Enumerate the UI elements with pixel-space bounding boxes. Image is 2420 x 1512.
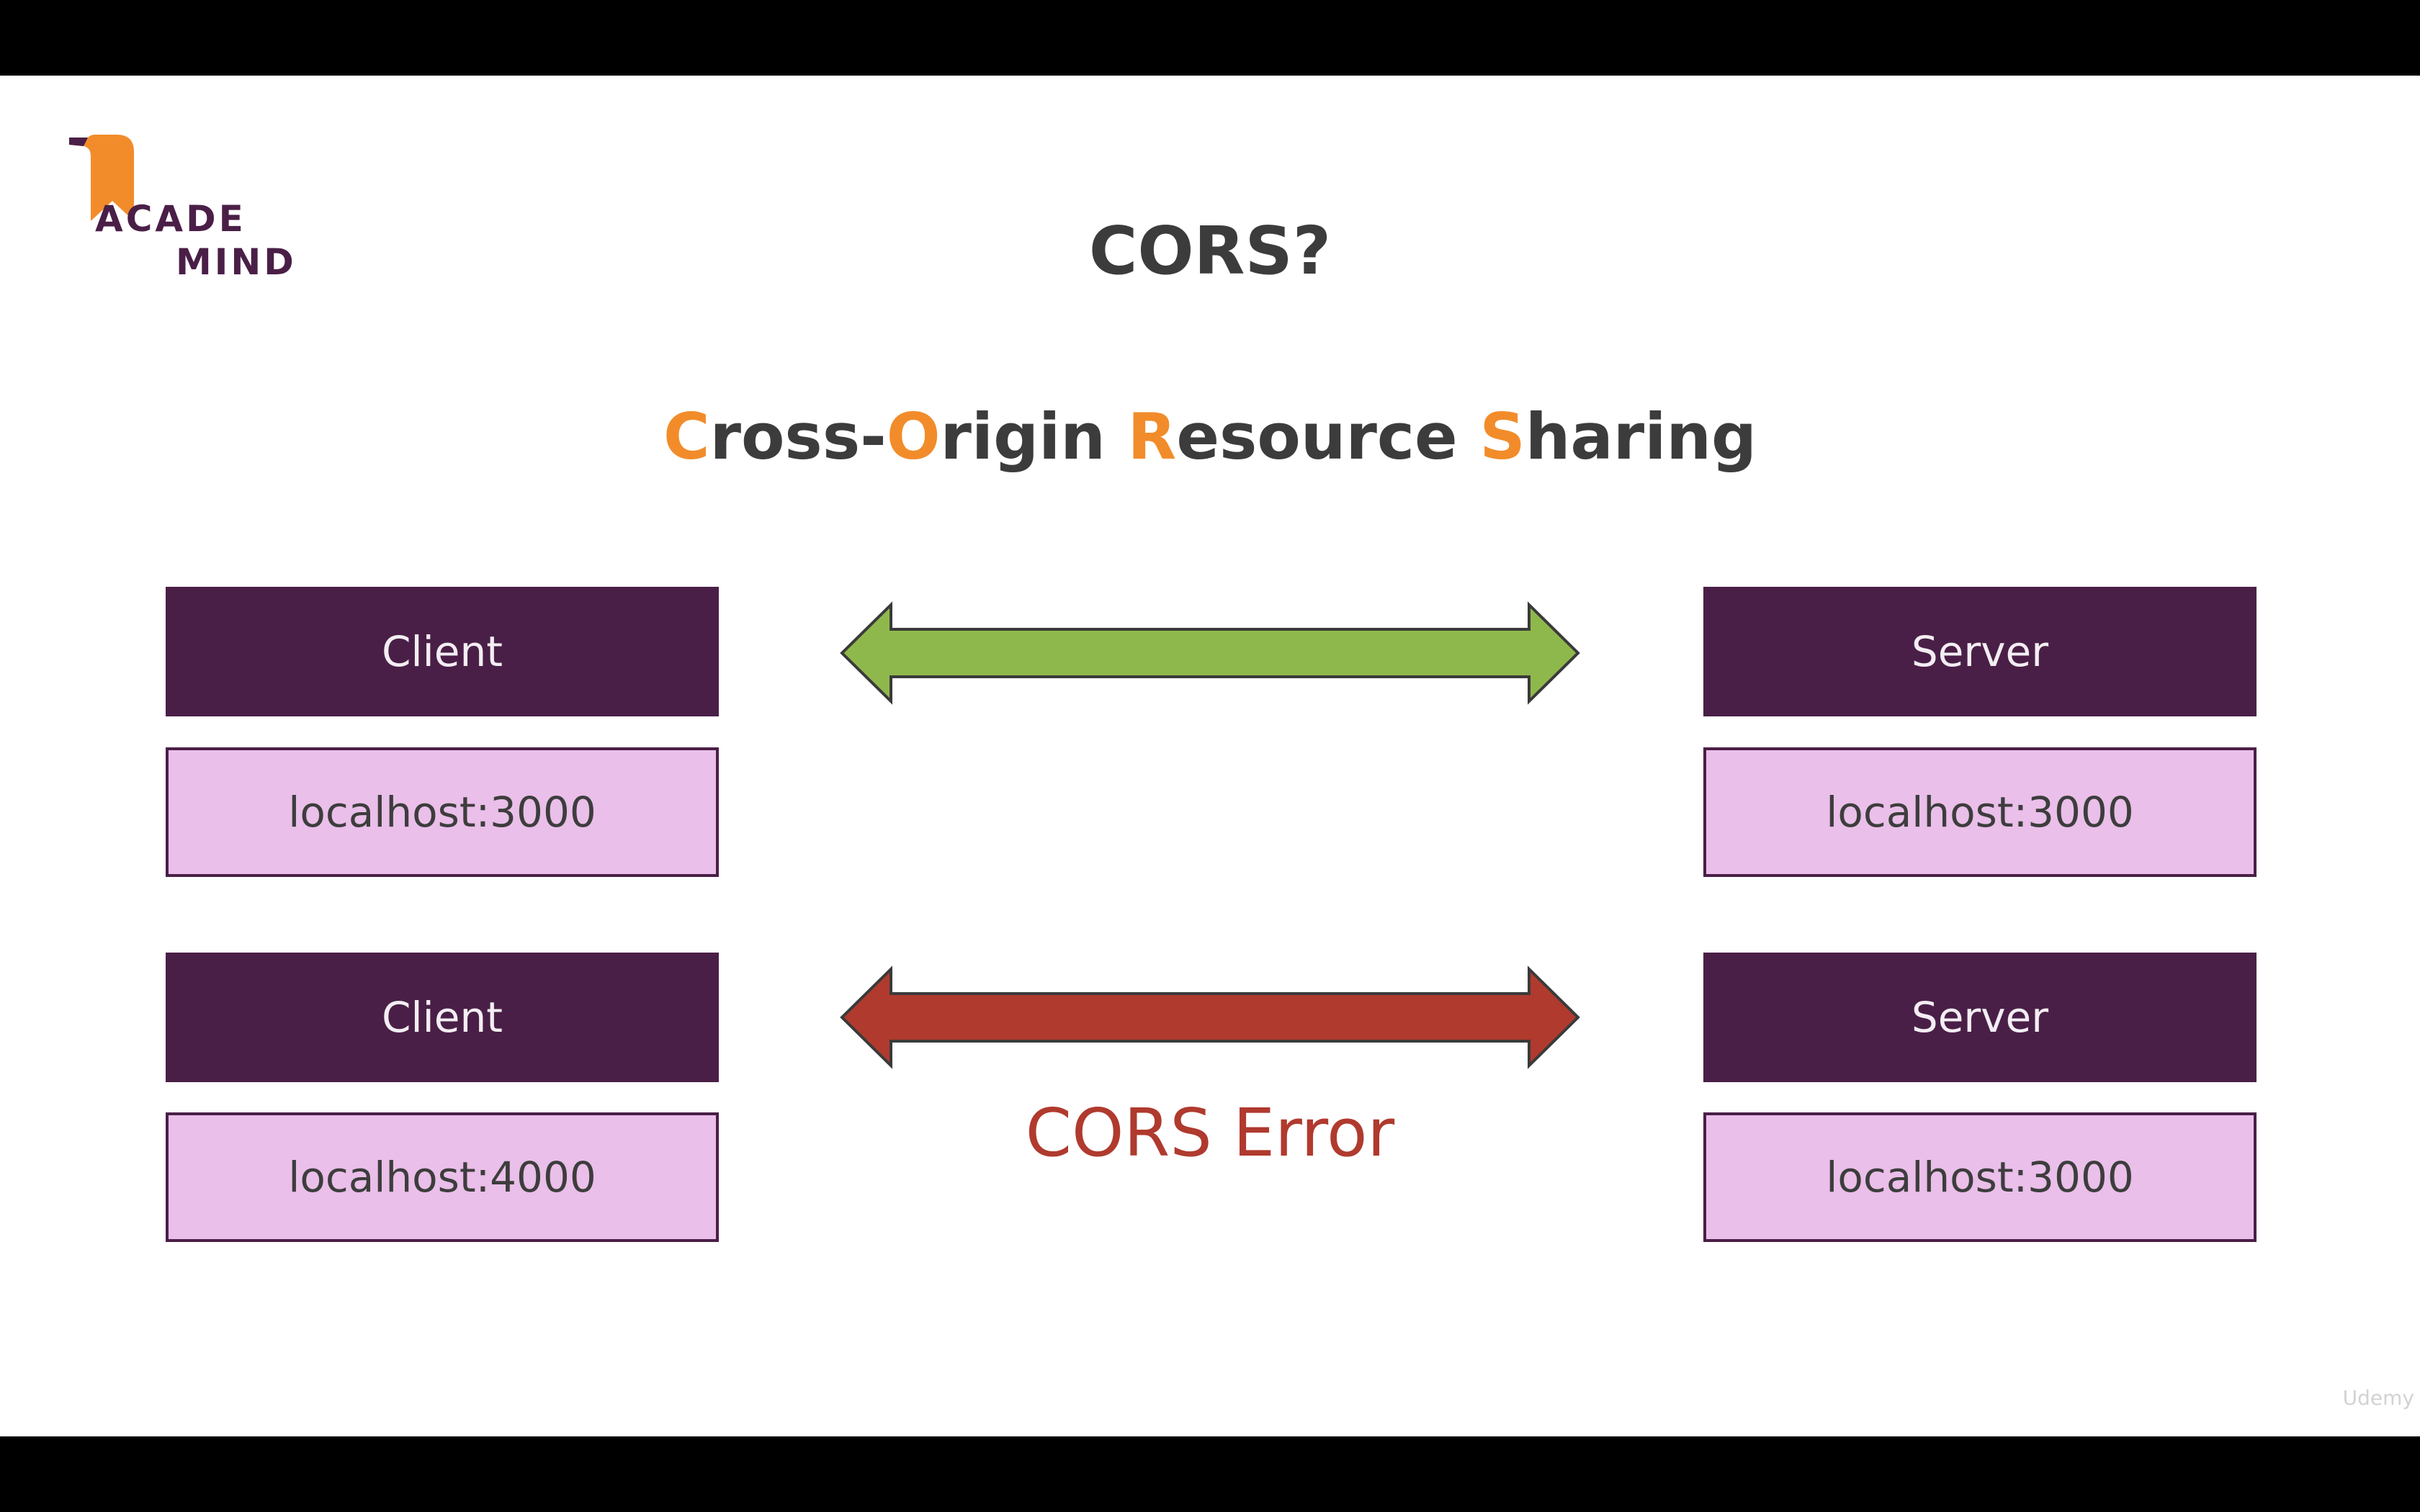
video-letterbox-bottom — [0, 1436, 2420, 1512]
subtitle-text-esource: esource — [1176, 400, 1480, 474]
server-origin-box-2: localhost:3000 — [1703, 1112, 2257, 1242]
client-box-1: Client — [166, 587, 719, 716]
subtitle-accent-c: C — [663, 400, 710, 474]
slide-subtitle: Cross-Origin Resource Sharing — [0, 400, 2420, 474]
slide-title: CORS? — [1088, 212, 1332, 289]
subtitle-text-ross: ross- — [709, 400, 887, 474]
client-box-2: Client — [166, 953, 719, 1082]
subtitle-text-rigin: rigin — [940, 400, 1128, 474]
logo-text-acade: ACADE — [95, 198, 246, 240]
client-origin-box-2: localhost:4000 — [166, 1112, 719, 1242]
slide: ACADE MIND CORS? Cross-Origin Resource S… — [0, 76, 2420, 1436]
academind-logo: ACADE MIND — [66, 135, 311, 283]
video-letterbox-top — [0, 0, 2420, 76]
client-origin-box-1: localhost:3000 — [166, 747, 719, 877]
server-origin-box-1: localhost:3000 — [1703, 747, 2257, 877]
udemy-watermark: Udemy — [2342, 1386, 2414, 1410]
double-arrow-error-icon — [840, 966, 1580, 1069]
double-arrow-allowed-icon — [840, 601, 1580, 705]
subtitle-accent-r: R — [1127, 400, 1177, 474]
subtitle-accent-s: S — [1479, 400, 1525, 474]
subtitle-accent-o: O — [886, 400, 941, 474]
logo-bookmark-icon — [69, 135, 134, 221]
server-box-2: Server — [1703, 953, 2257, 1082]
logo-text-mind: MIND — [176, 241, 297, 283]
subtitle-text-haring: haring — [1525, 400, 1757, 474]
server-box-1: Server — [1703, 587, 2257, 716]
cors-error-label: CORS Error — [1025, 1094, 1395, 1171]
